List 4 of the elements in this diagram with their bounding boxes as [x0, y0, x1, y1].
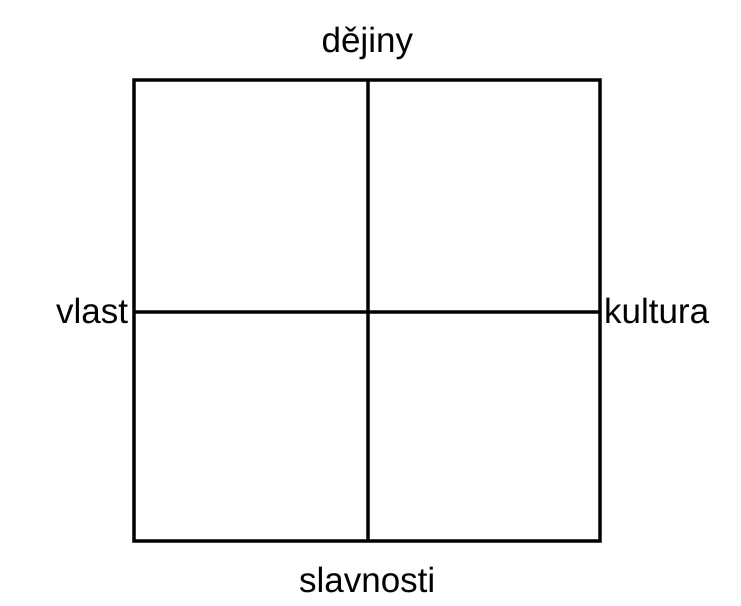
side-label: kultura	[604, 294, 710, 328]
side-label: slavnosti	[299, 562, 436, 598]
side-label: dějiny	[322, 22, 413, 58]
side-label: vlast	[56, 294, 128, 328]
